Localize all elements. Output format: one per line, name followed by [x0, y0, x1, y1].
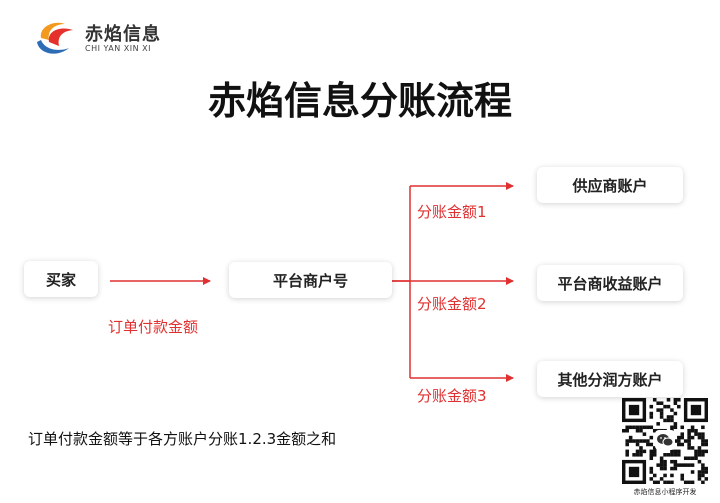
label-split-1: 分账金额1: [417, 203, 487, 221]
label-split-3: 分账金额3: [417, 387, 487, 405]
node-platform-income-account: 平台商收益账户: [537, 265, 683, 301]
wechat-icon: [655, 430, 675, 450]
node-supplier-account: 供应商账户: [537, 167, 683, 203]
logo-chinese-name: 赤焰信息: [85, 24, 161, 45]
logo-pinyin-name: CHI YAN XIN XI: [85, 44, 151, 53]
flame-logo-icon: [37, 22, 73, 54]
label-order-amount: 订单付款金额: [108, 318, 199, 336]
qr-code-block: 赤焰信息小程序开发: [622, 398, 709, 498]
brand-logo: 赤焰信息 CHI YAN XIN XI: [33, 16, 173, 62]
node-other-profit-account: 其他分润方账户: [537, 361, 683, 397]
footnote: 订单付款金额等于各方账户分账1.2.3金额之和: [28, 430, 337, 448]
page-title: 赤焰信息分账流程: [207, 79, 512, 123]
node-buyer: 买家: [24, 261, 98, 297]
node-platform-merchant: 平台商户号: [229, 262, 392, 298]
label-split-2: 分账金额2: [417, 295, 487, 313]
qr-caption: 赤焰信息小程序开发: [633, 488, 697, 496]
